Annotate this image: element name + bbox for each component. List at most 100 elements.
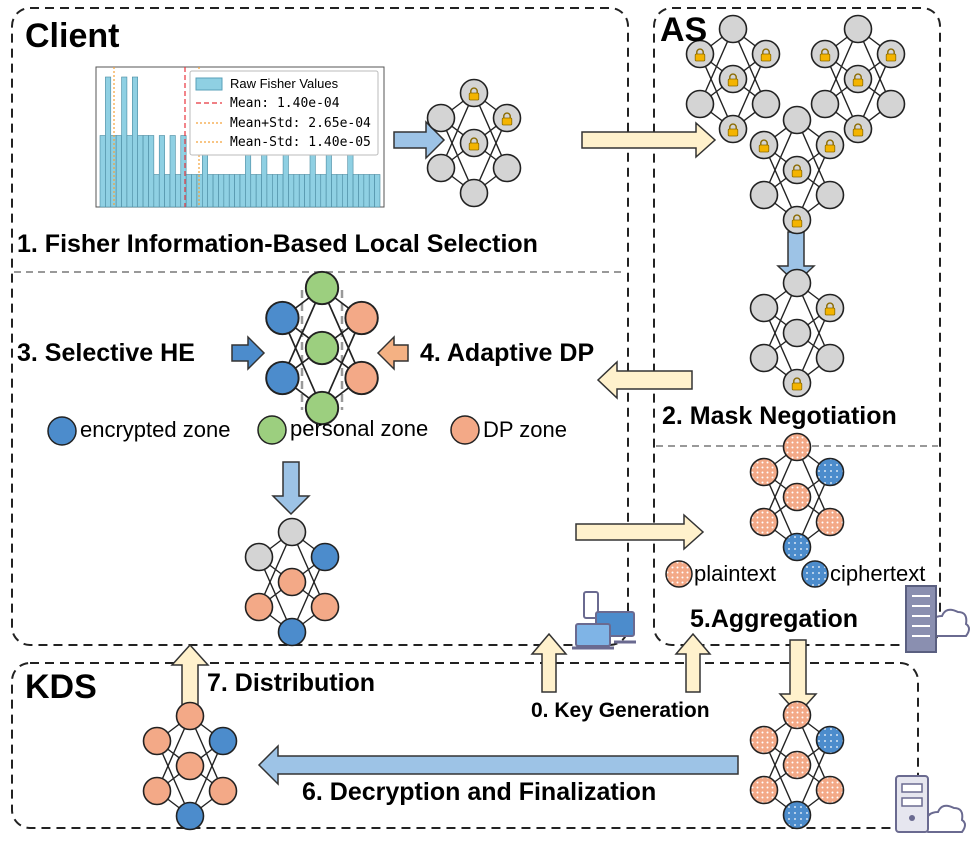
encrypted-zone-swatch xyxy=(47,416,77,446)
network-node xyxy=(142,776,172,806)
network-node xyxy=(175,751,205,781)
histogram-bar xyxy=(196,174,203,208)
histogram-legend-box xyxy=(189,70,379,156)
lock-icon xyxy=(758,139,770,153)
histogram-bar xyxy=(142,135,149,208)
histogram-bar xyxy=(169,135,176,208)
legend-swatch-raw xyxy=(195,77,223,91)
step-3-label: 3. Selective HE xyxy=(17,339,195,367)
histogram-bar xyxy=(331,174,338,208)
network-node xyxy=(843,14,873,44)
network-node xyxy=(749,293,779,323)
client-title: Client xyxy=(25,17,120,55)
arrow-client-down xyxy=(271,461,311,516)
network-node xyxy=(749,343,779,373)
network-aggregated xyxy=(749,432,845,562)
arrow-adaptive-dp xyxy=(376,335,409,371)
network-node xyxy=(175,801,205,831)
client-region xyxy=(11,7,629,646)
dp-zone-swatch xyxy=(450,415,480,445)
network-node xyxy=(426,153,456,183)
lock-icon xyxy=(694,48,706,62)
network-node xyxy=(815,507,845,537)
encrypted-zone-label: encrypted zone xyxy=(80,417,231,442)
histogram-bar xyxy=(115,135,122,208)
network-node xyxy=(344,300,379,336)
step-4-label: 4. Adaptive DP xyxy=(420,339,595,367)
network-node xyxy=(277,567,307,597)
histogram-bar xyxy=(121,76,128,208)
histogram-bar xyxy=(358,174,365,208)
step-7-label: 7. Distribution xyxy=(207,669,376,697)
ciphertext-label: ciphertext xyxy=(830,561,926,586)
fisher-histogram: Raw Fisher Values Mean: 1.40e-04 Mean+St… xyxy=(95,66,385,208)
network-kds-encrypted xyxy=(749,700,845,830)
histogram-bar xyxy=(352,174,359,208)
histogram-bar xyxy=(320,174,327,208)
histogram-bar xyxy=(218,174,225,208)
network-node xyxy=(304,330,340,366)
network-node xyxy=(810,89,840,119)
arrow-aggregation-to-kds xyxy=(778,639,818,716)
histogram-bar xyxy=(223,174,230,208)
lock-icon xyxy=(819,48,831,62)
network-node xyxy=(749,180,779,210)
network-node xyxy=(749,725,779,755)
arrow-mask-to-client xyxy=(596,360,693,400)
network-node xyxy=(344,360,379,396)
histogram-bar xyxy=(266,174,273,208)
network-as-2 xyxy=(810,14,906,144)
lock-icon xyxy=(727,73,739,87)
network-node xyxy=(751,89,781,119)
plaintext-swatch xyxy=(665,560,693,588)
lock-icon xyxy=(791,377,803,391)
network-mask xyxy=(749,268,845,398)
step-2-label: 2. Mask Negotiation xyxy=(662,402,897,430)
network-node xyxy=(782,800,812,830)
personal-zone-swatch xyxy=(257,415,287,445)
lock-icon xyxy=(824,302,836,316)
network-node xyxy=(310,542,340,572)
network-node xyxy=(782,268,812,298)
histogram-bar xyxy=(315,174,322,208)
histogram-bar xyxy=(153,174,160,208)
network-node xyxy=(244,592,274,622)
legend-mean: Mean: 1.40e-04 xyxy=(230,96,340,111)
histogram-bar xyxy=(298,174,305,208)
histogram-bar xyxy=(132,76,138,208)
network-node xyxy=(492,153,522,183)
histogram-bar xyxy=(374,174,381,208)
step-1-label: 1. Fisher Information-Based Local Select… xyxy=(17,230,538,258)
histogram-bar xyxy=(239,174,246,208)
network-node xyxy=(815,457,845,487)
network-node xyxy=(782,105,812,135)
histogram-bar xyxy=(207,174,214,208)
arrow-distribution-up xyxy=(170,643,210,706)
lock-icon xyxy=(791,164,803,178)
histogram-bar xyxy=(368,174,375,208)
network-node xyxy=(749,775,779,805)
network-node xyxy=(265,300,300,336)
lock-icon xyxy=(468,137,480,151)
network-node xyxy=(815,343,845,373)
network-node xyxy=(304,390,340,426)
personal-zone-label: personal zone xyxy=(290,416,429,441)
network-node xyxy=(782,482,812,512)
plaintext-label: plaintext xyxy=(694,561,776,586)
ciphertext-swatch xyxy=(801,560,829,588)
network-node xyxy=(876,89,906,119)
network-node xyxy=(782,318,812,348)
network-as-3 xyxy=(749,105,845,235)
network-node xyxy=(815,775,845,805)
arrow-keygen-to-client xyxy=(530,632,568,693)
histogram-bar xyxy=(158,135,165,208)
lock-icon xyxy=(791,214,803,228)
network-node xyxy=(782,700,812,730)
network-node xyxy=(749,457,779,487)
lock-icon xyxy=(468,87,480,101)
arrow-keygen-to-as xyxy=(674,632,712,693)
step-5-label: 5.Aggregation xyxy=(690,605,859,633)
histogram-bar xyxy=(272,174,278,208)
network-node xyxy=(208,726,238,756)
